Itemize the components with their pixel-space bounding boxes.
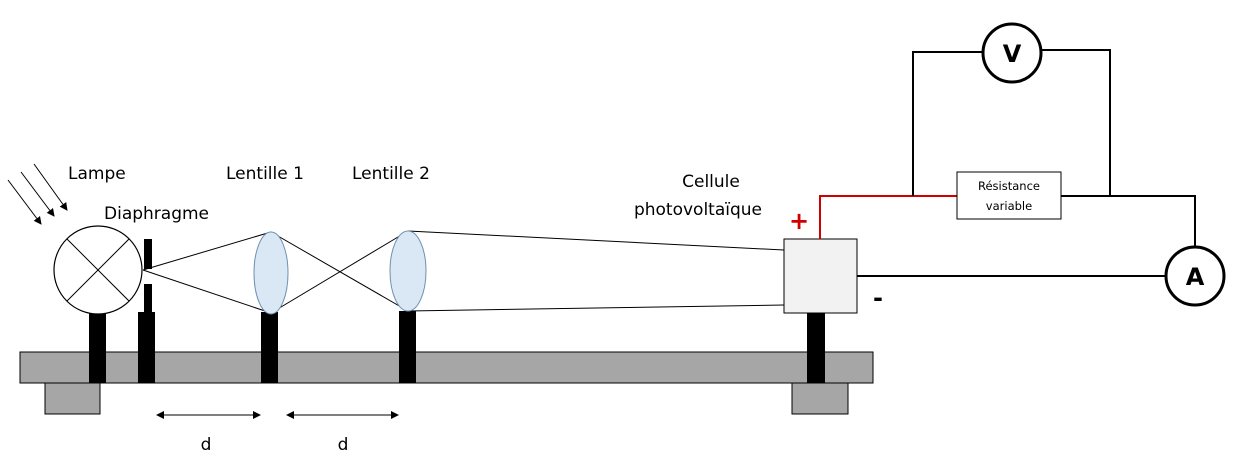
bench-foot-right xyxy=(791,382,849,415)
diaphragm-upper-blade xyxy=(144,239,152,269)
lens1-label: Lentille 1 xyxy=(226,164,304,184)
light-rays xyxy=(142,230,785,314)
diaphragm-label: Diaphragme xyxy=(104,204,209,224)
circuit-wires xyxy=(857,49,1196,277)
variable-resistor: Résistance variable xyxy=(956,171,1062,220)
optical-bench xyxy=(19,351,874,384)
lens-1 xyxy=(253,231,289,315)
negative-terminal-label: - xyxy=(873,284,883,312)
lens-2 xyxy=(389,230,427,312)
diaphragm-post xyxy=(138,312,155,383)
lamp-label: Lampe xyxy=(68,164,126,184)
lamp-icon xyxy=(53,225,143,315)
distance-label-2: d xyxy=(338,435,349,455)
cell-label-line1: Cellule xyxy=(682,172,740,192)
voltmeter-label: V xyxy=(1003,40,1022,68)
voltmeter-icon: V xyxy=(981,22,1043,84)
ammeter-icon: A xyxy=(1164,245,1226,307)
diaphragm-lower-blade xyxy=(144,284,152,312)
incident-light-arrows-icon xyxy=(7,163,68,225)
resistor-label-line1: Résistance xyxy=(978,179,1040,193)
ammeter-label: A xyxy=(1186,263,1205,291)
cell-label-line2: photovoltaïque xyxy=(634,200,762,220)
positive-terminal-label: + xyxy=(789,207,809,235)
resistor-label-line2: variable xyxy=(986,199,1032,213)
bench-foot-left xyxy=(44,382,101,415)
lens1-post xyxy=(261,312,278,383)
distance-label-1: d xyxy=(201,435,212,455)
lamp-post xyxy=(89,313,106,383)
photovoltaic-cell xyxy=(783,238,858,314)
lens2-post xyxy=(399,311,416,383)
cell-post xyxy=(807,313,825,383)
lens2-label: Lentille 2 xyxy=(352,164,430,184)
positive-wire xyxy=(819,195,957,239)
